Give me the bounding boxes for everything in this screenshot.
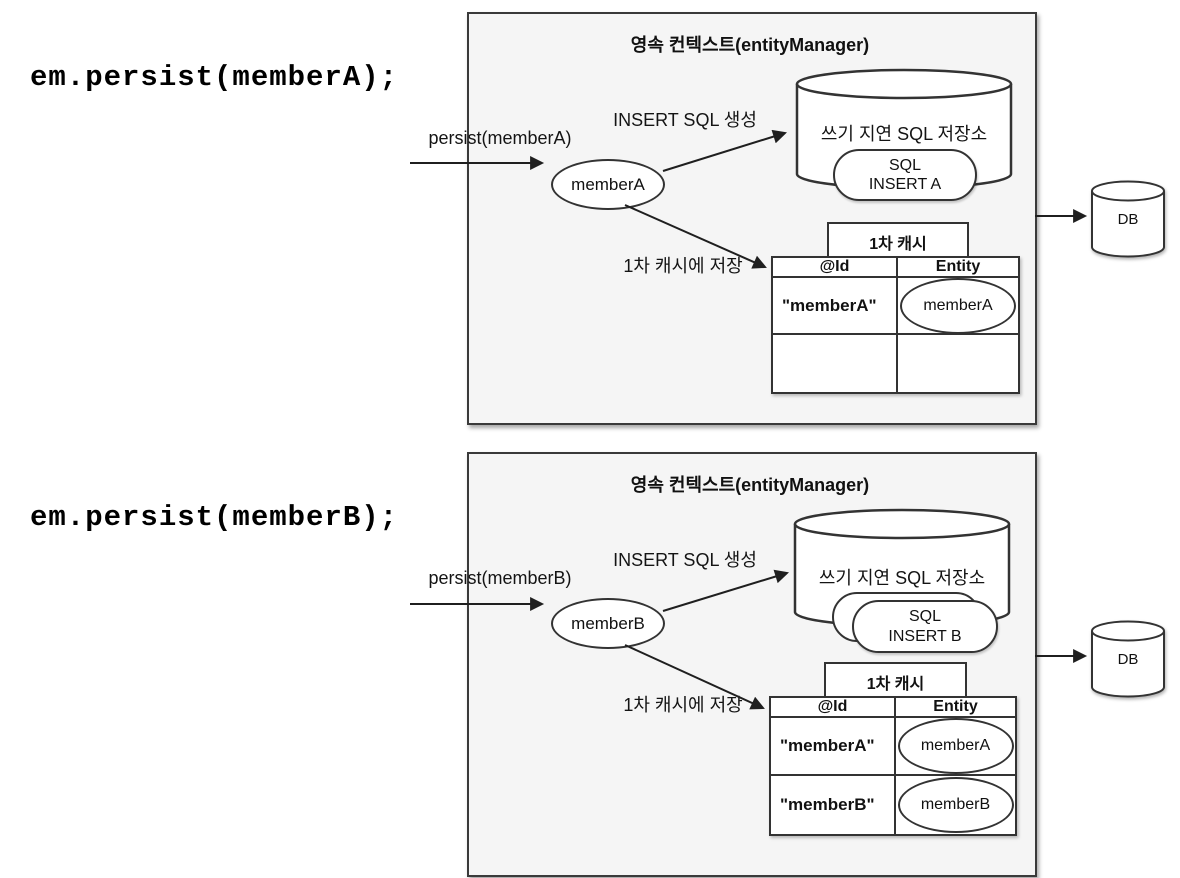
cylinder-shape	[1091, 180, 1165, 258]
table-header-id: @Id	[771, 698, 896, 718]
insert-sql-label-b: INSERT SQL 생성	[613, 550, 757, 570]
sql-item-insert-a: SQL INSERT A	[833, 149, 977, 201]
cache-title-box-a: 1차 캐시	[827, 222, 969, 262]
entity-oval-in-cache: memberA	[900, 277, 1016, 334]
entity-oval-memberA: memberA	[551, 159, 665, 210]
persistence-context-title-a: 영속 컨텍스트(entityManager)	[630, 35, 870, 55]
sql-item-line1: SQL	[908, 608, 941, 626]
table-cell-id: "memberA"	[771, 718, 896, 776]
cache-save-label-b: 1차 캐시에 저장	[623, 695, 743, 715]
cylinder-shape	[1091, 620, 1165, 698]
table-header-entity: Entity	[896, 698, 1015, 718]
table-header-id: @Id	[773, 258, 898, 278]
entity-oval-in-cache: memberB	[897, 777, 1014, 833]
db-label-b: DB	[1117, 651, 1139, 668]
code-snippet-persist-memberB: em.persist(memberB);	[30, 501, 399, 534]
persist-call-label-a: persist(memberA)	[428, 128, 572, 148]
sql-item-line2: INSERT A	[868, 176, 942, 193]
cache-table-b: @Id Entity "memberA" memberA "memberB" m…	[769, 696, 1017, 836]
code-snippet-persist-memberA: em.persist(memberA);	[30, 61, 399, 94]
table-header-entity: Entity	[898, 258, 1018, 278]
sql-item-line2: INSERT B	[888, 627, 962, 645]
sql-item-insert-b: SQL INSERT B	[852, 600, 998, 653]
table-cell-id-empty	[773, 335, 898, 392]
db-cylinder-b: DB	[1090, 620, 1166, 698]
sql-item-line1: SQL	[888, 156, 921, 174]
table-cell-id: "memberB"	[771, 776, 896, 834]
table-cell-entity: memberB	[896, 776, 1015, 834]
entity-oval-in-cache: memberA	[897, 718, 1014, 774]
table-cell-entity-empty	[898, 335, 1018, 392]
db-label-a: DB	[1117, 211, 1139, 228]
table-cell-id: "memberA"	[773, 278, 898, 335]
table-cell-entity: memberA	[898, 277, 1018, 335]
insert-sql-label-a: INSERT SQL 생성	[613, 110, 757, 130]
table-cell-entity: memberA	[896, 718, 1015, 776]
cache-table-a: @Id Entity "memberA" memberA	[771, 256, 1020, 394]
cache-save-label-a: 1차 캐시에 저장	[623, 256, 743, 276]
cache-title-box-b: 1차 캐시	[824, 662, 967, 702]
persist-call-label-b: persist(memberB)	[428, 568, 572, 588]
sql-store-title-b: 쓰기 지연 SQL 저장소	[818, 568, 986, 588]
entity-oval-memberB: memberB	[551, 598, 665, 649]
persistence-context-title-b: 영속 컨텍스트(entityManager)	[630, 475, 870, 495]
db-cylinder-a: DB	[1090, 180, 1166, 258]
sql-store-title-a: 쓰기 지연 SQL 저장소	[820, 124, 988, 144]
